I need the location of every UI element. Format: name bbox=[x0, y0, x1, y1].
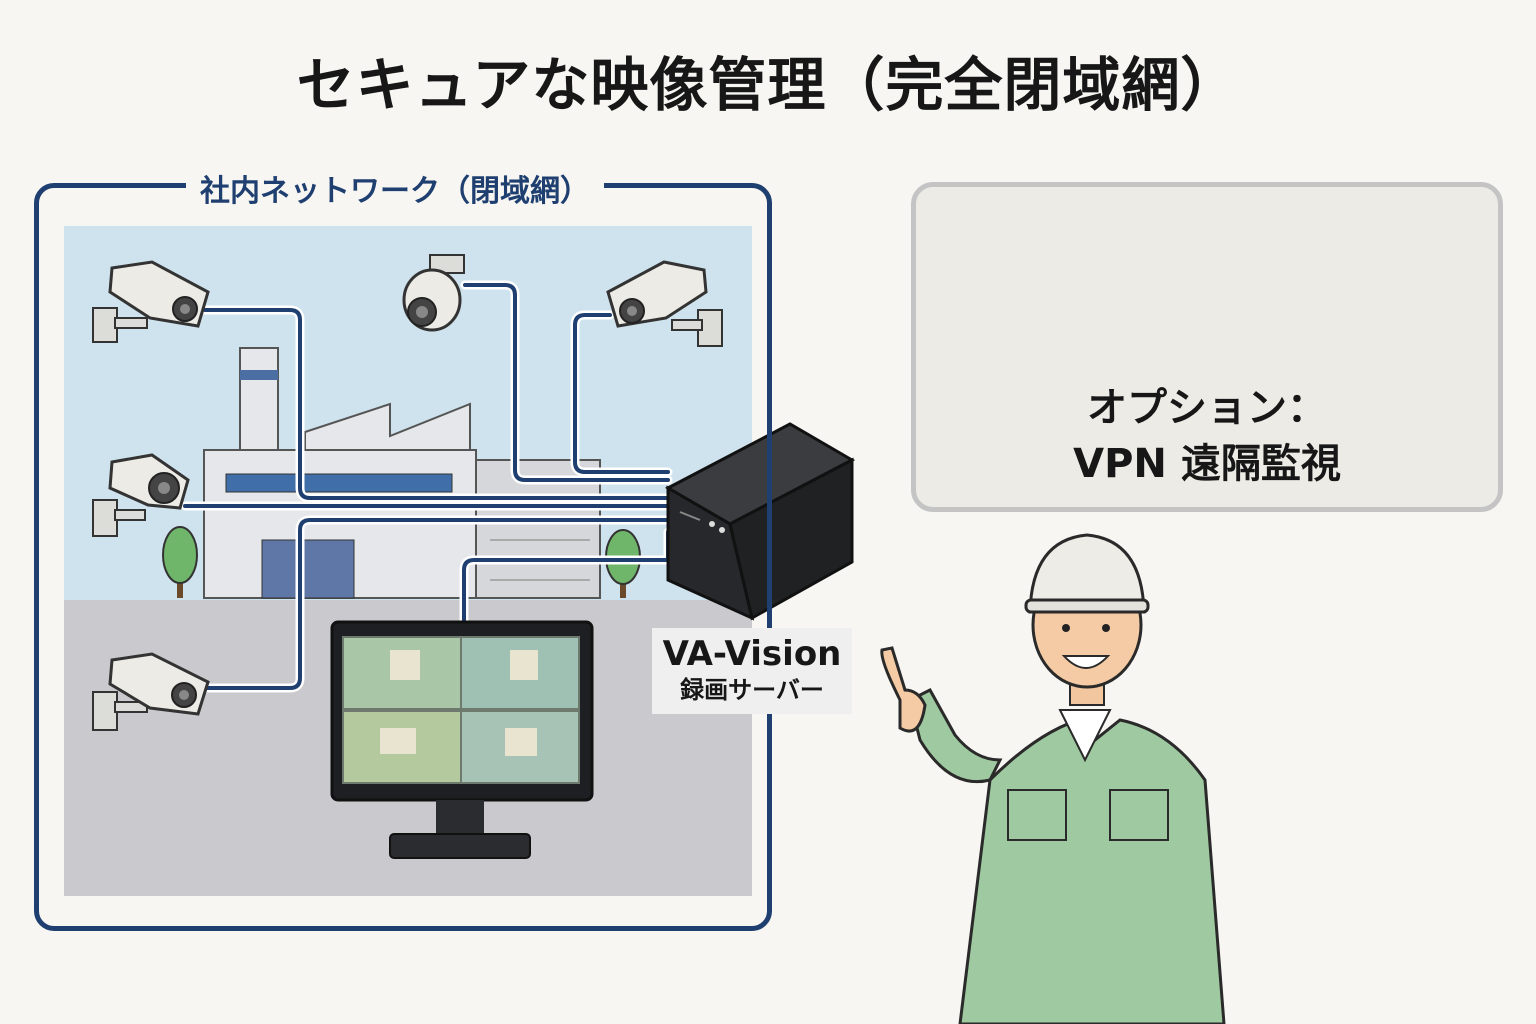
monitor-icon bbox=[330, 620, 594, 859]
vpn-option-box bbox=[911, 182, 1503, 512]
server-label: VA-Vision 録画サーバー bbox=[652, 628, 852, 714]
network-label: 社内ネットワーク（閉域網） bbox=[186, 166, 604, 210]
network-cables bbox=[180, 280, 673, 693]
security-camera-icon bbox=[402, 254, 465, 332]
option-line2: VPN 遠隔監視 bbox=[1073, 441, 1341, 487]
network-frame bbox=[34, 183, 772, 931]
security-camera-icon bbox=[92, 453, 190, 537]
security-camera-icon bbox=[606, 260, 723, 347]
option-text: オプション： VPN 遠隔監視 bbox=[911, 380, 1503, 492]
security-camera-icon bbox=[92, 260, 210, 343]
server-subtitle: 録画サーバー bbox=[680, 676, 824, 704]
page-title: セキュアな映像管理（完全閉域網） bbox=[296, 51, 1240, 119]
security-camera-icon bbox=[92, 652, 210, 731]
server-name: VA-Vision bbox=[662, 634, 842, 674]
option-line1: オプション： bbox=[1087, 385, 1327, 431]
server-icon bbox=[664, 422, 856, 621]
worker-illustration bbox=[880, 533, 1226, 1024]
camera-feed-grid bbox=[344, 638, 578, 782]
tree-icon bbox=[162, 526, 198, 598]
